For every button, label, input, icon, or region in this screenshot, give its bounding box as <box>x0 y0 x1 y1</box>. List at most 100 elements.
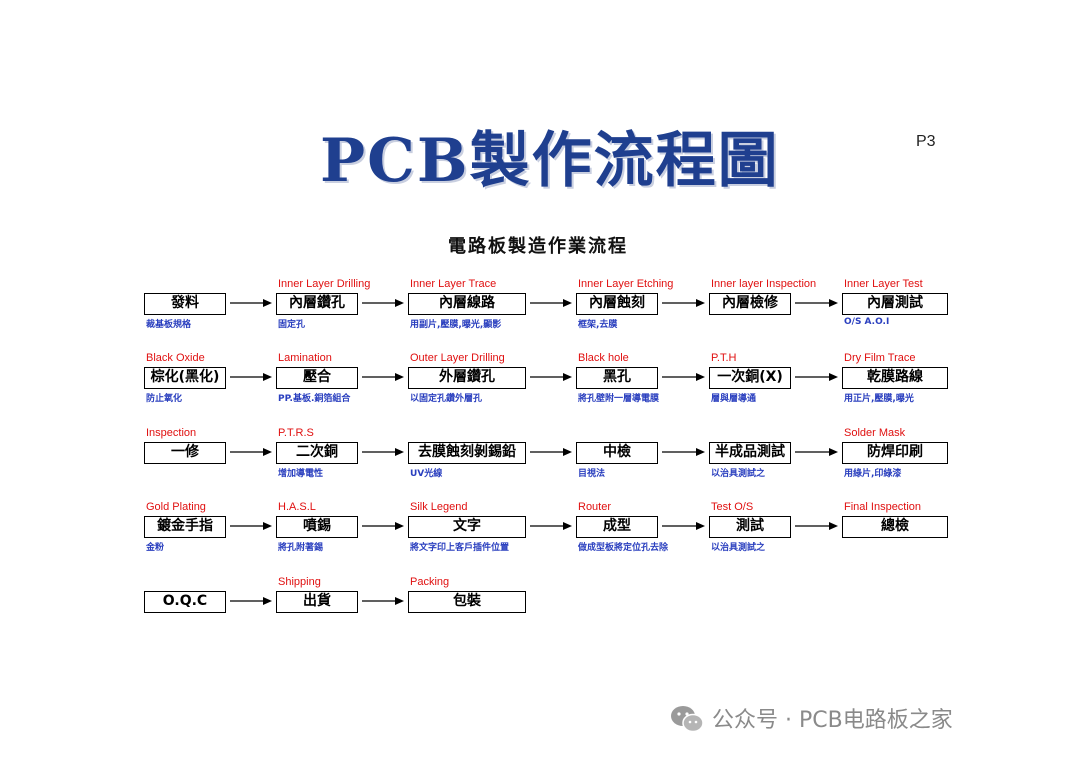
step-box: 中檢 <box>576 442 658 464</box>
arrow-right-icon <box>795 522 838 530</box>
step-box: 內層蝕刻 <box>576 293 658 315</box>
arrow-right-icon <box>795 373 838 381</box>
step-box: 壓合 <box>276 367 358 389</box>
arrow-right-icon <box>362 448 404 456</box>
step-note: 用副片,壓膜,曝光,顯影 <box>410 320 502 330</box>
arrow-right-icon <box>530 522 572 530</box>
arrow-right-icon <box>662 373 705 381</box>
step-english-label: H.A.S.L <box>278 501 316 513</box>
step-note: 目視法 <box>578 469 606 479</box>
step-english-label: Packing <box>410 576 450 588</box>
step-box: 乾膜路線 <box>842 367 948 389</box>
step-english-label: Lamination <box>278 352 332 364</box>
step-box: 內層測試 <box>842 293 948 315</box>
step-note: 做成型板將定位孔去除 <box>578 543 669 553</box>
step-note: 固定孔 <box>278 320 306 330</box>
step-box: 成型 <box>576 516 658 538</box>
step-note: 以固定孔鑽外層孔 <box>410 394 483 404</box>
step-box: 發料 <box>144 293 226 315</box>
step-note: 將文字印上客戶插件位置 <box>410 543 510 553</box>
arrow-right-icon <box>230 373 272 381</box>
step-note: 裁基板規格 <box>146 320 192 330</box>
step-note: O/S A.O.I <box>844 317 890 327</box>
step-note: 將孔壁附一層導電膜 <box>578 394 660 404</box>
step-english-label: Solder Mask <box>844 427 906 439</box>
step-box: 一修 <box>144 442 226 464</box>
page-title: PCB製作流程圖 <box>320 126 780 196</box>
step-english-label: Router <box>578 501 612 513</box>
arrow-right-icon <box>362 522 404 530</box>
step-english-label: Inspection <box>146 427 197 439</box>
step-note: 防止氧化 <box>146 394 183 404</box>
arrow-right-icon <box>362 597 404 605</box>
step-box: 半成品測試 <box>709 442 791 464</box>
arrow-right-icon <box>795 448 838 456</box>
step-box: 內層鑽孔 <box>276 293 358 315</box>
flow-row: Gold Plating 鍍金手指金粉 H.A.S.L 噴錫將孔附著錫 Silk Leg… <box>0 501 1080 571</box>
step-box: 棕化(黑化) <box>144 367 226 389</box>
step-box: 一次銅(X) <box>709 367 791 389</box>
step-note: 框架,去膜 <box>578 320 618 330</box>
step-box: 防焊印刷 <box>842 442 948 464</box>
step-english-label: Outer Layer Drilling <box>410 352 505 364</box>
step-box: 總檢 <box>842 516 948 538</box>
step-note: 以治具測試之 <box>711 543 766 553</box>
flow-row: O.Q.C Shipping 出貨 Packing 包裝 <box>0 576 1080 646</box>
step-english-label: Gold Plating <box>146 501 206 513</box>
step-english-label: Final Inspection <box>844 501 922 513</box>
arrow-right-icon <box>362 373 404 381</box>
arrow-right-icon <box>230 522 272 530</box>
step-box: 測試 <box>709 516 791 538</box>
step-note: UV光線 <box>410 469 443 479</box>
step-note: PP.基板.銅箔組合 <box>278 394 351 404</box>
arrow-right-icon <box>230 597 272 605</box>
flow-row: 發料裁基板規格 Inner Layer Drilling 內層鑽孔固定孔 Inner … <box>0 278 1080 348</box>
step-box: 文字 <box>408 516 526 538</box>
step-english-label: Silk Legend <box>410 501 468 513</box>
arrow-right-icon <box>662 299 705 307</box>
arrow-right-icon <box>530 299 572 307</box>
wechat-icon <box>671 706 704 733</box>
step-english-label: Inner Layer Trace <box>410 278 497 290</box>
step-english-label: Inner layer Inspection <box>711 278 817 290</box>
step-english-label: P.T.R.S <box>278 427 314 439</box>
step-english-label: Dry Film Trace <box>844 352 916 364</box>
step-english-label: Inner Layer Drilling <box>278 278 371 290</box>
step-english-label: Black hole <box>578 352 629 364</box>
step-box: 去膜蝕刻剝錫鉛 <box>408 442 526 464</box>
arrow-right-icon <box>530 448 572 456</box>
page-number: P3 <box>916 133 936 150</box>
arrow-right-icon <box>230 299 272 307</box>
watermark-text: 公众号 · PCB电路板之家 <box>712 708 953 733</box>
step-box: 鍍金手指 <box>144 516 226 538</box>
flow-subtitle: 電路板製造作業流程 <box>448 236 628 257</box>
flow-row: Inspection 一修 P.T.R.S 二次銅增加導電性 去膜蝕刻剝錫鉛 UV光線 中檢… <box>0 427 1080 497</box>
arrow-right-icon <box>662 522 705 530</box>
step-box: 內層線路 <box>408 293 526 315</box>
step-box: O.Q.C <box>144 591 226 613</box>
step-english-label: Black Oxide <box>146 352 205 364</box>
arrow-right-icon <box>362 299 404 307</box>
step-english-label: Shipping <box>278 576 321 588</box>
step-english-label: P.T.H <box>711 352 737 364</box>
step-english-label: Inner Layer Etching <box>578 278 674 290</box>
step-box: 內層檢修 <box>709 293 791 315</box>
arrow-right-icon <box>230 448 272 456</box>
step-box: 出貨 <box>276 591 358 613</box>
step-english-label: Inner Layer Test <box>844 278 923 290</box>
step-box: 黑孔 <box>576 367 658 389</box>
step-box: 二次銅 <box>276 442 358 464</box>
step-note: 金粉 <box>146 543 165 553</box>
step-note: 將孔附著錫 <box>278 543 324 553</box>
arrow-right-icon <box>795 299 838 307</box>
arrow-right-icon <box>662 448 705 456</box>
step-box: 包裝 <box>408 591 526 613</box>
step-box: 外層鑽孔 <box>408 367 526 389</box>
step-note: 用正片,壓膜,曝光 <box>844 394 914 404</box>
step-note: 以治具測試之 <box>711 469 766 479</box>
step-box: 噴錫 <box>276 516 358 538</box>
step-note: 增加導電性 <box>278 469 324 479</box>
arrow-right-icon <box>530 373 572 381</box>
flow-row: Black Oxide 棕化(黑化) 防止氧化 Lamination 壓合 PP.基板.銅… <box>0 352 1080 422</box>
step-english-label: Test O/S <box>711 501 754 513</box>
